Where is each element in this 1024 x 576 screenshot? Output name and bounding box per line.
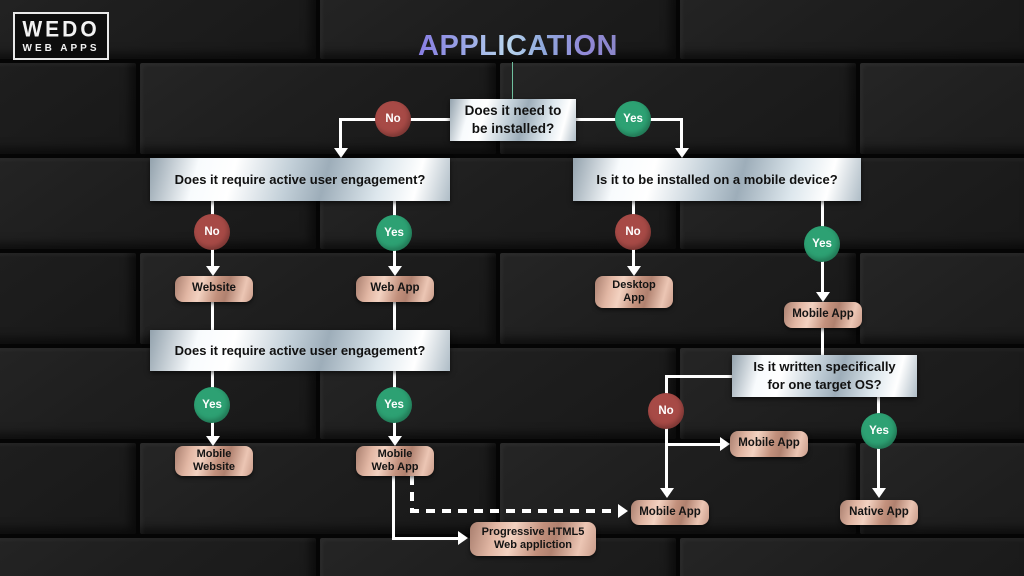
arrow-right-icon <box>618 504 628 518</box>
badge-label: No <box>658 405 674 417</box>
arrow-down-icon <box>816 292 830 302</box>
badge-yes: Yes <box>615 101 651 137</box>
brick <box>860 253 1024 344</box>
result-text: Web App <box>370 282 420 295</box>
brick <box>320 0 676 59</box>
arrow-down-icon <box>206 436 220 446</box>
brick <box>0 443 136 534</box>
badge-yes: Yes <box>376 215 412 251</box>
result-web-app: Web App <box>356 276 434 302</box>
result-mobile-app-mid: Mobile App <box>730 431 808 457</box>
connector-line <box>680 118 683 151</box>
badge-label: Yes <box>623 113 643 125</box>
brick <box>680 0 1024 59</box>
brick <box>0 253 136 344</box>
connector-line <box>393 302 396 330</box>
result-text: Mobile <box>377 447 413 460</box>
brick <box>0 63 136 154</box>
logo-wordmark: WEDO <box>22 16 100 42</box>
badge-yes: Yes <box>376 387 412 423</box>
result-text: Mobile <box>196 447 232 460</box>
page-title: APPLICATION <box>413 30 623 63</box>
result-native-app: Native App <box>840 500 918 525</box>
question-target-os: Is it written specifically for one targe… <box>732 355 917 397</box>
result-mobile-app-bottom: Mobile App <box>631 500 709 525</box>
brick <box>500 253 856 344</box>
arrow-down-icon <box>627 266 641 276</box>
badge-label: No <box>204 226 220 238</box>
connector-line <box>821 328 824 355</box>
wedo-web-apps-logo: WEDO WEB APPS <box>13 12 109 60</box>
arrow-down-icon <box>206 266 220 276</box>
arrow-right-icon <box>720 437 730 451</box>
result-mobile-website: Mobile Website <box>175 446 253 476</box>
arrow-down-icon <box>334 148 348 158</box>
question-text: Is it to be installed on a mobile device… <box>596 171 838 187</box>
badge-label: Yes <box>812 238 832 250</box>
badge-label: No <box>385 113 401 125</box>
connector-line <box>339 118 342 151</box>
result-text: Website <box>193 461 235 473</box>
connector-line <box>665 375 732 378</box>
logo-subtext: WEB APPS <box>22 42 100 54</box>
brick <box>140 63 496 154</box>
result-mobile-web-app: Mobile Web App <box>356 446 434 476</box>
connector-line <box>392 537 458 540</box>
result-progressive-html5: Progressive HTML5 Web appliction <box>470 522 596 556</box>
badge-label: Yes <box>202 399 222 411</box>
question-text: Does it require active user engagement? <box>174 342 426 358</box>
result-desktop-app: Desktop App <box>595 276 673 308</box>
badge-label: Yes <box>384 227 404 239</box>
brick <box>680 538 1024 576</box>
result-website: Website <box>175 276 253 302</box>
connector-line <box>665 375 668 489</box>
badge-yes: Yes <box>861 413 897 449</box>
connector-line <box>665 443 722 446</box>
question-need-installed: Does it need to be installed? <box>450 99 576 141</box>
result-text: Mobile App <box>738 437 800 450</box>
badge-no: No <box>194 214 230 250</box>
question-active-engagement-2: Does it require active user engagement? <box>150 330 450 371</box>
result-text: Website <box>192 282 236 295</box>
result-text: Native App <box>849 505 909 518</box>
question-text: Does it require active user engagement? <box>174 171 426 187</box>
title-connector-line <box>512 62 513 102</box>
result-mobile-app-top: Mobile App <box>784 302 862 328</box>
arrow-down-icon <box>388 266 402 276</box>
badge-no: No <box>648 393 684 429</box>
dashed-connector-line <box>410 476 414 510</box>
question-active-engagement-1: Does it require active user engagement? <box>150 158 450 201</box>
result-text: App <box>623 292 645 304</box>
brick <box>860 63 1024 154</box>
connector-line <box>392 476 395 539</box>
result-text: Web appliction <box>493 539 573 551</box>
question-mobile-device: Is it to be installed on a mobile device… <box>573 158 861 201</box>
question-text: for one target OS? <box>767 377 882 392</box>
question-text: Does it need to <box>464 102 562 118</box>
question-text: be installed? <box>471 121 555 136</box>
arrow-down-icon <box>388 436 402 446</box>
badge-label: Yes <box>869 425 889 437</box>
result-text: Mobile App <box>639 505 701 518</box>
brick <box>0 538 316 576</box>
arrow-right-icon <box>458 531 468 545</box>
result-text: Desktop <box>612 278 656 291</box>
connector-line <box>211 302 214 330</box>
arrow-down-icon <box>675 148 689 158</box>
arrow-down-icon <box>660 488 674 498</box>
result-text: Web App <box>371 461 419 473</box>
badge-no: No <box>375 101 411 137</box>
arrow-down-icon <box>872 488 886 498</box>
result-text: Mobile App <box>792 308 854 321</box>
dashed-connector-line <box>410 509 618 513</box>
result-text: Progressive HTML5 <box>481 525 585 538</box>
badge-no: No <box>615 214 651 250</box>
badge-yes: Yes <box>194 387 230 423</box>
badge-yes: Yes <box>804 226 840 262</box>
badge-label: Yes <box>384 399 404 411</box>
question-text: Is it written specifically <box>753 359 896 375</box>
badge-label: No <box>625 226 641 238</box>
